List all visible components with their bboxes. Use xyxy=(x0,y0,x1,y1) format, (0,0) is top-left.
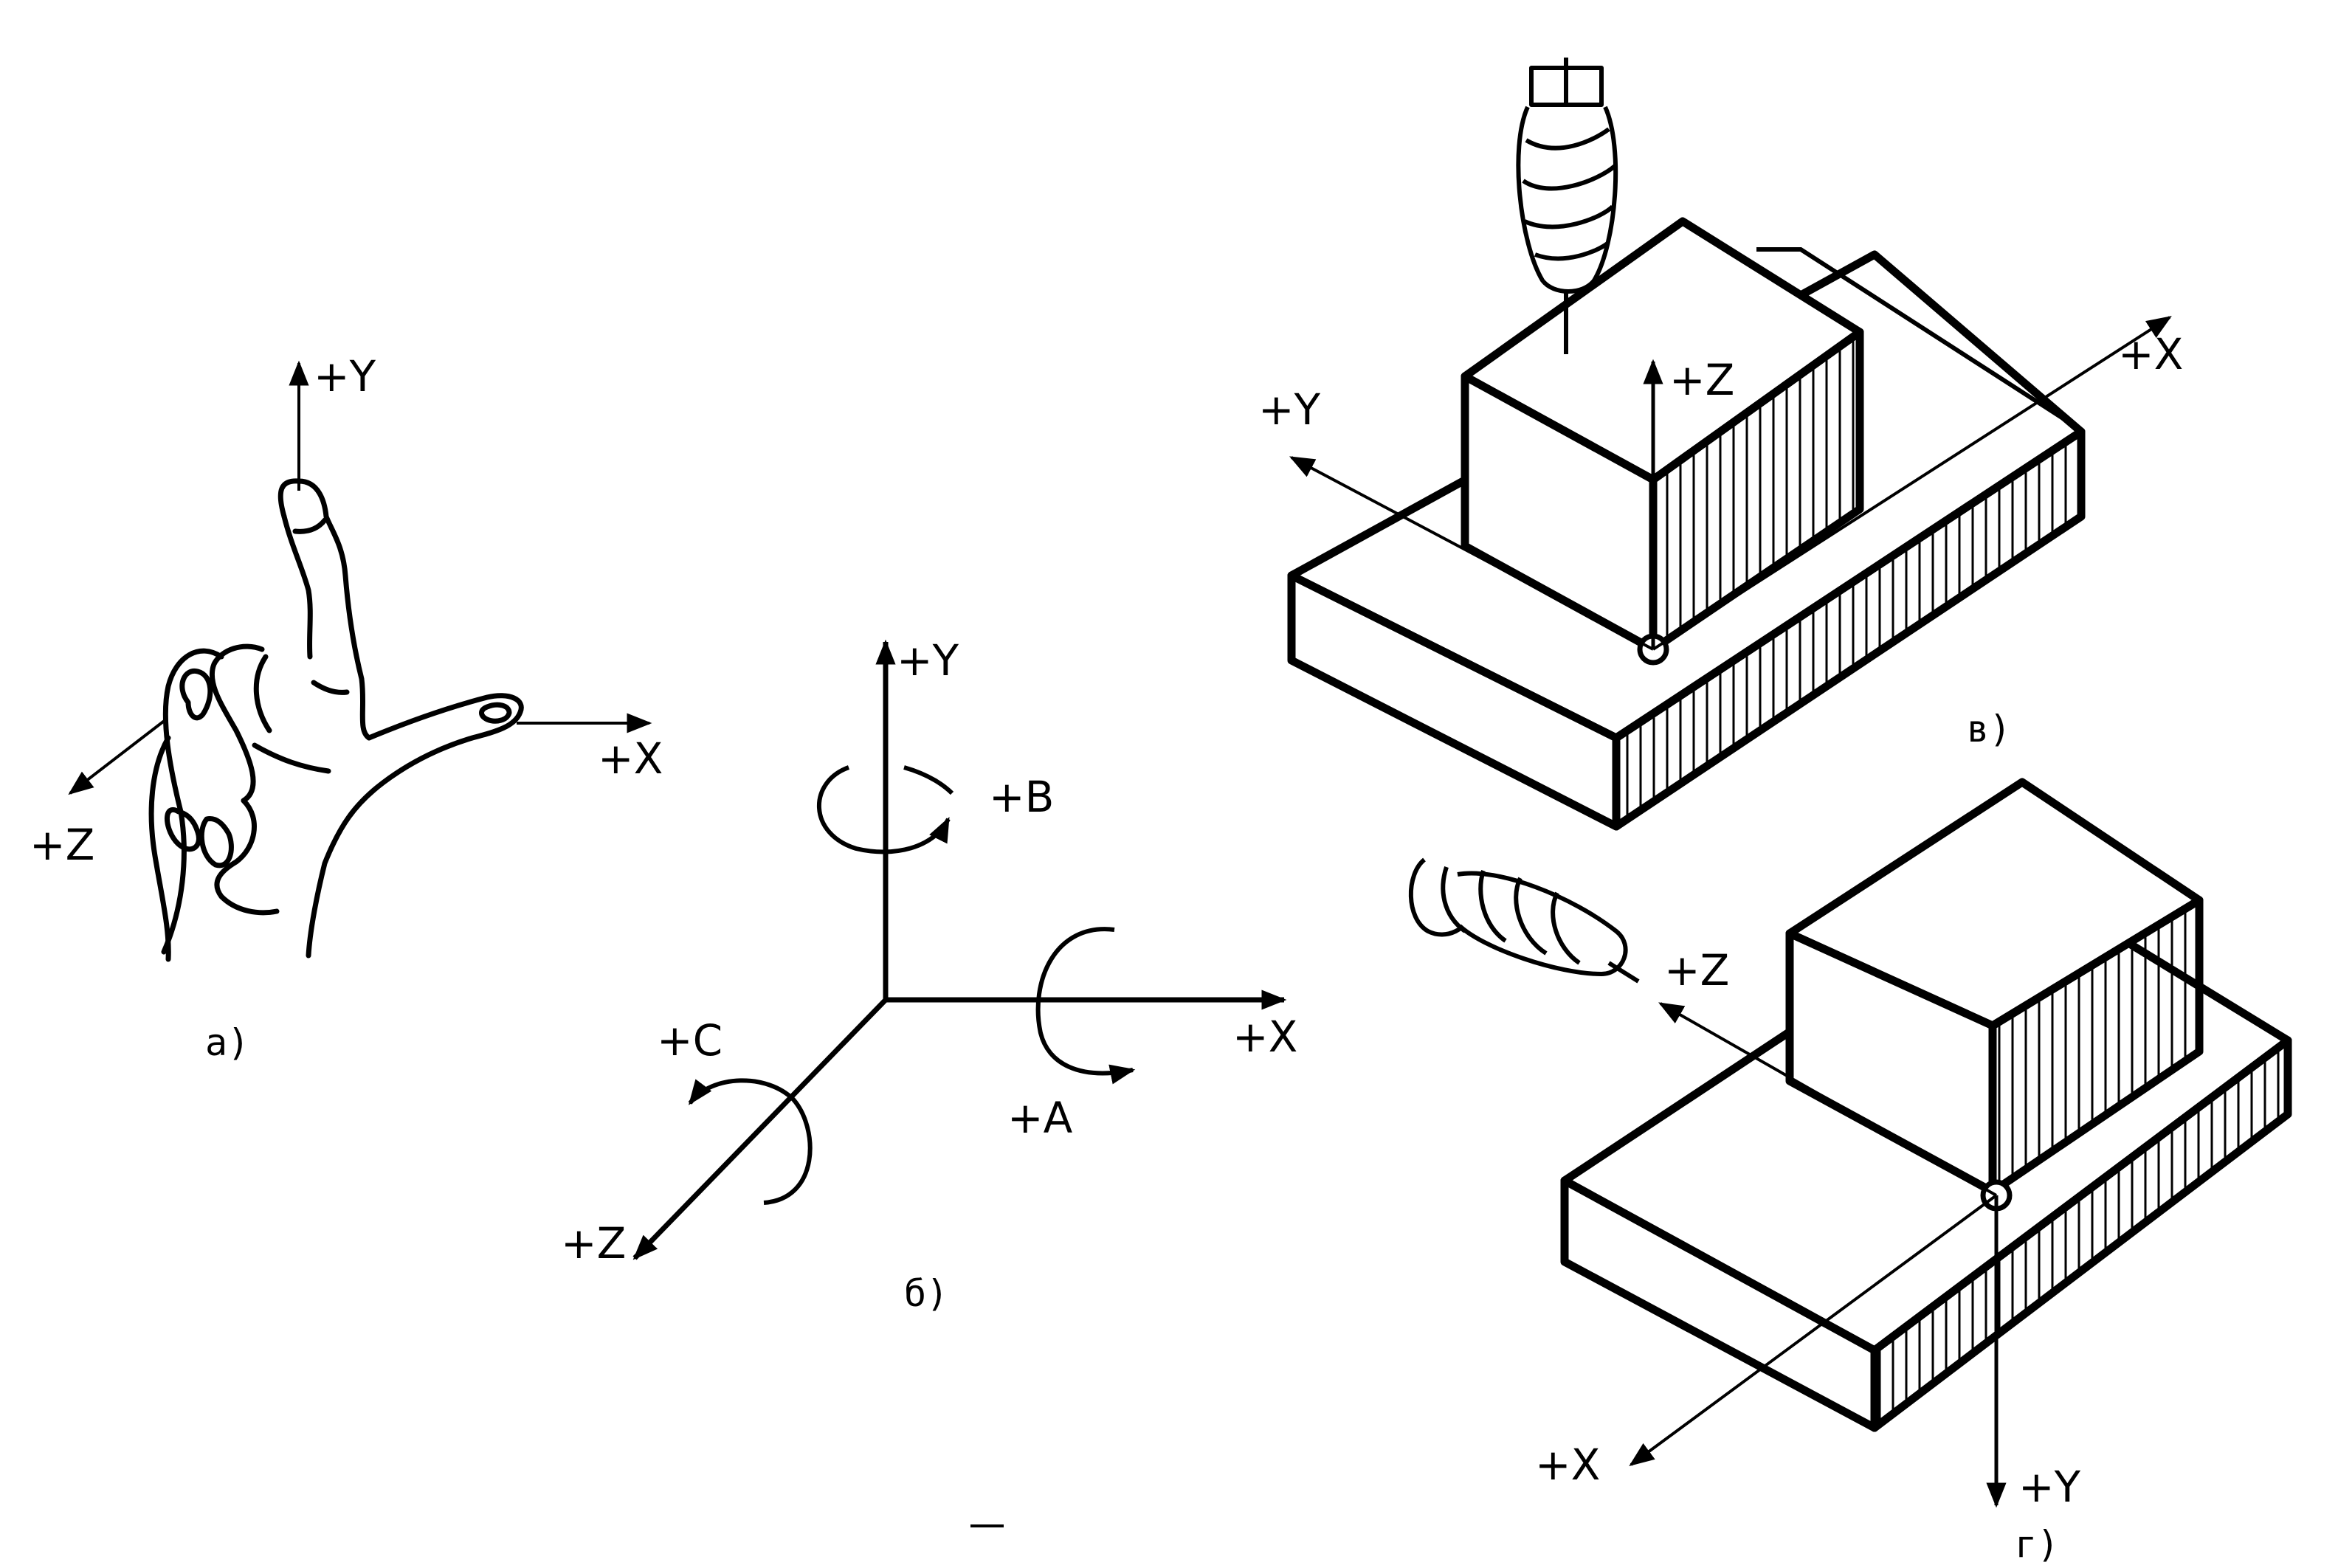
panel-g-x-axis xyxy=(1629,1194,1998,1467)
panel-v-x-axis xyxy=(1652,316,2172,651)
panel-v-end-mill-icon xyxy=(1516,58,1618,354)
panel-g-horizontal-mill: +Z +X +Y г) xyxy=(1408,778,2292,1566)
panel-a-y-label: +Y xyxy=(314,351,376,401)
panel-g-x-label: +X xyxy=(1535,1440,1600,1490)
panel-v-caption: в) xyxy=(1967,708,2011,750)
panel-g-z-label: +Z xyxy=(1664,945,1729,995)
panel-g-y-label: +Y xyxy=(2018,1462,2081,1512)
panel-a-x-label: +X xyxy=(598,733,663,784)
panel-v-table-side xyxy=(1612,427,2086,831)
panel-b-y-label: +Y xyxy=(897,635,959,685)
panel-b-z-axis xyxy=(632,998,888,1260)
panel-a-caption: а) xyxy=(205,1021,249,1064)
panel-g-caption: г) xyxy=(2015,1523,2059,1566)
panel-v-x-label: +X xyxy=(2118,329,2183,379)
panel-g-end-mill-icon xyxy=(1408,857,1640,984)
panel-g-z-axis xyxy=(1658,1002,1997,1197)
rotation-c-label: +C xyxy=(657,1015,723,1066)
panel-b-axes-rotations: +Y +X +Z +B +A +C б) xyxy=(561,635,1297,1315)
panel-v-y-axis xyxy=(1289,456,1654,651)
panel-b-caption: б) xyxy=(904,1272,948,1315)
rotation-b-arrow-icon xyxy=(816,765,951,854)
rotation-b-label: +B xyxy=(989,772,1054,822)
panel-v-z-label: +Z xyxy=(1669,355,1734,405)
panel-v-y-label: +Y xyxy=(1258,384,1321,435)
rotation-a-label: +A xyxy=(1007,1093,1073,1143)
rotation-c-arrow-icon xyxy=(688,1078,813,1205)
panel-b-z-label: +Z xyxy=(561,1218,626,1268)
panel-g-block-side xyxy=(1988,896,2204,1196)
panel-b-x-label: +X xyxy=(1232,1012,1297,1062)
panel-a-right-hand: +Y +X +Z а) xyxy=(30,351,663,1064)
rotation-a-arrow-icon xyxy=(1035,927,1136,1085)
panel-g-table-side xyxy=(1870,1036,2292,1432)
panel-a-z-label: +Z xyxy=(30,820,94,870)
panel-a-z-axis xyxy=(68,718,168,795)
panel-v-vertical-mill: +Z +Y +X в) xyxy=(1258,58,2183,831)
right-hand-drawing xyxy=(148,478,524,962)
